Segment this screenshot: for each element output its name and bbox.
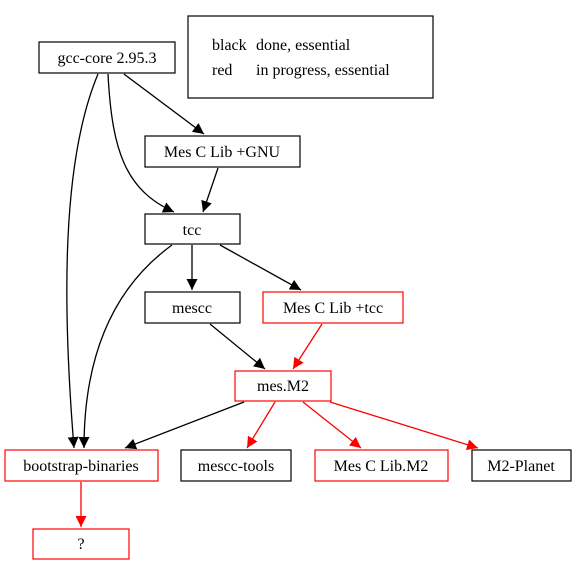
edge-tcc-to-bootstrap-binaries [78, 244, 173, 449]
legend: black done, essential red in progress, e… [187, 15, 434, 99]
legend-key-in-progress: red [212, 62, 232, 79]
node-tcc: tcc [144, 213, 241, 245]
svg-text:?: ? [77, 536, 84, 553]
edge-mes-c-lib-tcc-to-mes-m2 [292, 323, 323, 370]
edge-mes-m2-to-m2-planet [329, 401, 479, 450]
svg-text:Mes C Lib +GNU: Mes C Lib +GNU [164, 144, 281, 161]
svg-text:tcc: tcc [183, 222, 202, 239]
legend-text-in-progress: in progress, essential [256, 62, 390, 79]
node-mescc-tools: mescc-tools [180, 449, 292, 482]
node-mescc: mescc [144, 291, 241, 324]
node-question-mark: ? [32, 528, 130, 560]
svg-text:Mes C Lib +tcc: Mes C Lib +tcc [283, 300, 383, 317]
svg-text:mes.M2: mes.M2 [257, 378, 309, 395]
node-mes-c-lib-tcc: Mes C Lib +tcc [262, 291, 404, 324]
legend-key-done: black [212, 37, 247, 54]
edge-mescc-to-mes-m2 [209, 323, 266, 370]
edge-tcc-to-mes-c-lib-tcc [219, 244, 302, 291]
legend-text-done: done, essential [256, 37, 351, 54]
svg-text:mescc-tools: mescc-tools [198, 458, 274, 475]
node-m2-planet: M2-Planet [471, 449, 572, 482]
edge-gcc-core-to-mes-c-lib-gnu [123, 73, 205, 135]
svg-text:bootstrap-binaries: bootstrap-binaries [23, 458, 139, 475]
legend-box [187, 15, 434, 99]
node-mes-m2: mes.M2 [234, 370, 332, 402]
edge-gcc-core-to-tcc [107, 73, 175, 213]
svg-text:Mes C Lib.M2: Mes C Lib.M2 [334, 458, 429, 475]
edge-mes-c-lib-gnu-to-tcc [201, 167, 219, 213]
svg-text:mescc: mescc [172, 300, 212, 317]
edge-gcc-core-to-bootstrap-binaries [66, 73, 99, 449]
edges [66, 73, 479, 527]
svg-text:gcc-core 2.95.3: gcc-core 2.95.3 [57, 50, 156, 67]
edge-mes-m2-to-mescc-tools [246, 401, 276, 449]
node-mes-c-lib-gnu: Mes C Lib +GNU [144, 135, 301, 168]
node-gcc-core: gcc-core 2.95.3 [38, 41, 176, 74]
node-bootstrap-binaries: bootstrap-binaries [4, 449, 159, 482]
edge-mes-m2-to-bootstrap-binaries [124, 401, 245, 450]
svg-text:M2-Planet: M2-Planet [487, 458, 555, 475]
node-mes-c-lib-m2: Mes C Lib.M2 [314, 449, 449, 482]
edge-mes-m2-to-mes-c-lib-m2 [302, 401, 362, 449]
nodes: gcc-core 2.95.3 Mes C Lib +GNU tcc mescc… [4, 41, 572, 560]
